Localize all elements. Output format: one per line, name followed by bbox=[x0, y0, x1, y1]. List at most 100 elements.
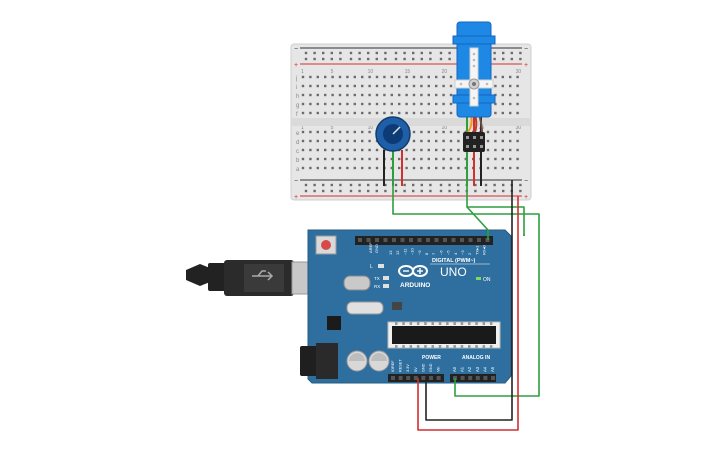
rail-hole[interactable] bbox=[403, 57, 406, 61]
breadboard-hole[interactable] bbox=[316, 130, 319, 134]
breadboard-hole[interactable] bbox=[420, 93, 423, 97]
breadboard-hole[interactable] bbox=[324, 166, 327, 170]
rail-hole[interactable] bbox=[519, 183, 522, 187]
breadboard-hole[interactable] bbox=[427, 75, 430, 79]
breadboard-hole[interactable] bbox=[324, 102, 327, 106]
rail-hole[interactable] bbox=[412, 189, 415, 193]
breadboard-hole[interactable] bbox=[309, 102, 312, 106]
breadboard-hole[interactable] bbox=[420, 166, 423, 170]
rail-hole[interactable] bbox=[439, 57, 443, 61]
breadboard-hole[interactable] bbox=[501, 102, 504, 106]
rail-hole[interactable] bbox=[429, 183, 432, 187]
breadboard-hole[interactable] bbox=[494, 102, 497, 106]
breadboard-hole[interactable] bbox=[486, 148, 490, 152]
digital-pin-socket[interactable] bbox=[426, 238, 430, 242]
reset-button[interactable] bbox=[321, 240, 331, 250]
breadboard-hole[interactable] bbox=[309, 75, 312, 79]
breadboard-hole[interactable] bbox=[301, 111, 305, 115]
rail-hole[interactable] bbox=[412, 183, 415, 187]
breadboard-hole[interactable] bbox=[420, 139, 423, 143]
breadboard-hole[interactable] bbox=[324, 157, 327, 161]
breadboard-hole[interactable] bbox=[383, 75, 386, 79]
power-pin-socket[interactable] bbox=[406, 376, 411, 380]
breadboard-hole[interactable] bbox=[346, 166, 349, 170]
breadboard-hole[interactable] bbox=[368, 148, 371, 152]
potentiometer[interactable] bbox=[375, 116, 411, 186]
breadboard-hole[interactable] bbox=[427, 93, 430, 97]
rail-hole[interactable] bbox=[448, 189, 451, 193]
breadboard-hole[interactable] bbox=[390, 166, 393, 170]
breadboard-hole[interactable] bbox=[405, 166, 408, 170]
analog-pin-socket[interactable] bbox=[483, 376, 488, 380]
breadboard-hole[interactable] bbox=[427, 111, 430, 115]
digital-pin-socket[interactable] bbox=[468, 238, 473, 242]
breadboard-hole[interactable] bbox=[361, 75, 364, 79]
rail-hole[interactable] bbox=[339, 51, 342, 55]
rail-hole[interactable] bbox=[519, 51, 522, 55]
power-pin-socket[interactable] bbox=[413, 376, 418, 380]
rail-hole[interactable] bbox=[330, 189, 333, 193]
rail-hole[interactable] bbox=[403, 183, 406, 187]
breadboard-hole[interactable] bbox=[412, 84, 416, 88]
breadboard-hole[interactable] bbox=[449, 157, 453, 161]
breadboard-hole[interactable] bbox=[331, 93, 334, 97]
breadboard-hole[interactable] bbox=[331, 102, 334, 106]
breadboard-hole[interactable] bbox=[494, 130, 497, 134]
rail-hole[interactable] bbox=[384, 57, 387, 61]
breadboard-hole[interactable] bbox=[449, 93, 453, 97]
breadboard-hole[interactable] bbox=[501, 166, 504, 170]
breadboard-hole[interactable] bbox=[390, 84, 393, 88]
breadboard-hole[interactable] bbox=[449, 130, 453, 134]
breadboard-hole[interactable] bbox=[346, 148, 349, 152]
breadboard-hole[interactable] bbox=[509, 84, 512, 88]
power-pin-socket[interactable] bbox=[398, 376, 403, 380]
breadboard-hole[interactable] bbox=[368, 157, 371, 161]
rail-hole[interactable] bbox=[502, 57, 505, 61]
breadboard-hole[interactable] bbox=[324, 93, 327, 97]
breadboard-hole[interactable] bbox=[346, 111, 349, 115]
breadboard-hole[interactable] bbox=[390, 93, 393, 97]
breadboard-hole[interactable] bbox=[405, 93, 408, 97]
breadboard-hole[interactable] bbox=[449, 139, 453, 143]
breadboard-hole[interactable] bbox=[449, 148, 453, 152]
breadboard-hole[interactable] bbox=[346, 93, 349, 97]
digital-pin-socket[interactable] bbox=[375, 238, 379, 242]
breadboard-hole[interactable] bbox=[368, 111, 371, 115]
breadboard-hole[interactable] bbox=[390, 102, 393, 106]
breadboard-hole[interactable] bbox=[435, 102, 438, 106]
breadboard-hole[interactable] bbox=[516, 166, 519, 170]
rail-hole[interactable] bbox=[375, 51, 378, 55]
breadboard-hole[interactable] bbox=[375, 157, 379, 161]
breadboard-hole[interactable] bbox=[464, 166, 467, 170]
breadboard-hole[interactable] bbox=[412, 139, 416, 143]
breadboard-hole[interactable] bbox=[316, 166, 319, 170]
rail-hole[interactable] bbox=[439, 51, 443, 55]
breadboard-hole[interactable] bbox=[501, 75, 504, 79]
breadboard-hole[interactable] bbox=[338, 157, 342, 161]
analog-header[interactable] bbox=[450, 374, 496, 382]
breadboard-hole[interactable] bbox=[398, 93, 401, 97]
rail-hole[interactable] bbox=[448, 183, 451, 187]
rail-hole[interactable] bbox=[375, 183, 378, 187]
rail-hole[interactable] bbox=[339, 183, 342, 187]
breadboard-hole[interactable] bbox=[331, 111, 334, 115]
rail-hole[interactable] bbox=[330, 51, 333, 55]
wires[interactable] bbox=[392, 180, 540, 431]
rail-hole[interactable] bbox=[484, 183, 488, 187]
breadboard-hole[interactable] bbox=[494, 166, 497, 170]
breadboard-hole[interactable] bbox=[516, 93, 519, 97]
breadboard-hole[interactable] bbox=[361, 93, 364, 97]
breadboard-hole[interactable] bbox=[353, 166, 356, 170]
breadboard-hole[interactable] bbox=[442, 148, 445, 152]
digital-pin-socket[interactable] bbox=[460, 238, 464, 242]
breadboard-hole[interactable] bbox=[405, 157, 408, 161]
breadboard-hole[interactable] bbox=[316, 148, 319, 152]
breadboard-hole[interactable] bbox=[331, 139, 334, 143]
rail-hole[interactable] bbox=[493, 183, 496, 187]
breadboard-hole[interactable] bbox=[309, 130, 312, 134]
breadboard-hole[interactable] bbox=[390, 111, 393, 115]
rail-hole[interactable] bbox=[457, 183, 460, 187]
breadboard-hole[interactable] bbox=[316, 84, 319, 88]
breadboard-hole[interactable] bbox=[301, 139, 305, 143]
